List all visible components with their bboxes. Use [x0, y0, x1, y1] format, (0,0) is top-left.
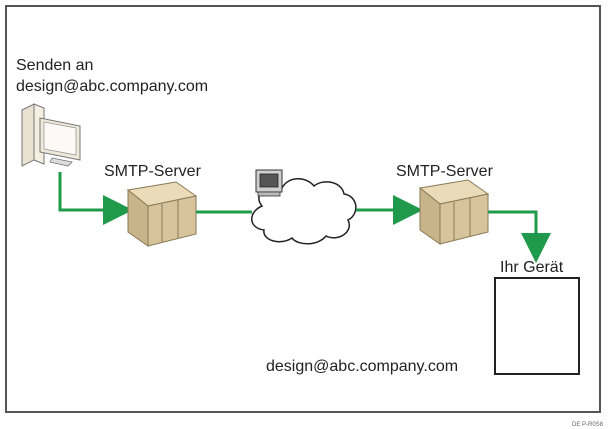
- arrow-sender-to-server: [58, 172, 133, 225]
- figure-code: DE P-R0S8: [571, 422, 603, 428]
- left-server-label: SMTP-Server: [104, 163, 201, 180]
- diagram-frame: [5, 5, 601, 413]
- device-label: Ihr Gerät: [500, 259, 564, 276]
- sender-computer-icon: [21, 103, 81, 167]
- device-address: design@abc.company.com: [266, 358, 459, 375]
- terminal-icon: [255, 169, 283, 197]
- right-server-label: SMTP-Server: [396, 163, 493, 180]
- right-server-icon: [418, 179, 490, 245]
- sender-address: design@abc.company.com: [16, 78, 209, 95]
- device-box: [494, 277, 580, 375]
- arrow-server-to-device: [488, 210, 551, 263]
- left-server-icon: [126, 181, 198, 247]
- sender-send-to-label: Senden an: [16, 57, 94, 74]
